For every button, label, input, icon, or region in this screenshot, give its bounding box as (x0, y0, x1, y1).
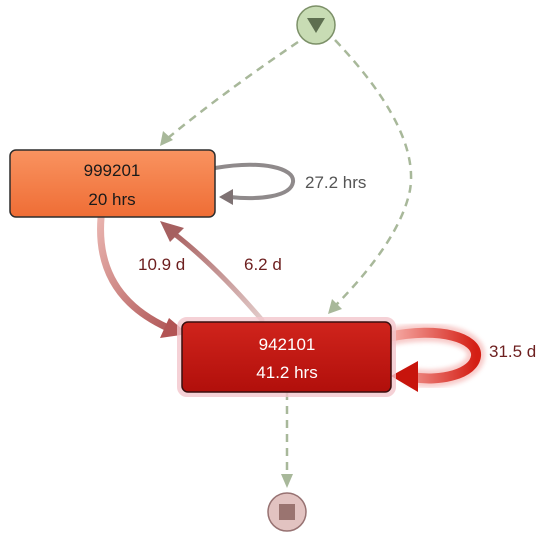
activity-node-999201[interactable] (9, 149, 216, 218)
activity-id: 999201 (84, 161, 141, 180)
edge-999201-to-942101 (97, 214, 172, 332)
edge-label-999201-to-942101: 10.9 d (138, 255, 185, 274)
edge-942101-to-999201 (169, 229, 265, 323)
self-loop-999201 (213, 162, 295, 201)
activity-duration: 20 hrs (88, 190, 135, 209)
arrowhead-self-loop-942101 (391, 361, 418, 392)
edge-label-self-loop-999201: 27.2 hrs (305, 173, 366, 192)
activity-node-942101-halo (177, 317, 396, 397)
arrowhead-start-to-942101 (328, 299, 342, 314)
activity-id: 942101 (259, 335, 316, 354)
self-loop-942101 (383, 327, 481, 384)
arrowhead-942101-to-999201 (160, 221, 184, 242)
edge-start-to-942101 (334, 39, 413, 307)
arrowhead-self-loop-999201 (219, 189, 233, 205)
end-square-icon (279, 504, 295, 520)
edge-label-942101-to-999201: 6.2 d (244, 255, 282, 274)
edge-start-to-999201 (167, 40, 299, 139)
start-triangle-icon (307, 18, 325, 33)
edge-label-self-loop-942101: 31.5 d (489, 342, 536, 361)
activity-duration: 41.2 hrs (256, 363, 317, 382)
arrowhead-start-to-999201 (160, 131, 173, 146)
arrowhead-942101-to-end (281, 474, 293, 488)
activity-node-942101[interactable] (181, 321, 392, 393)
